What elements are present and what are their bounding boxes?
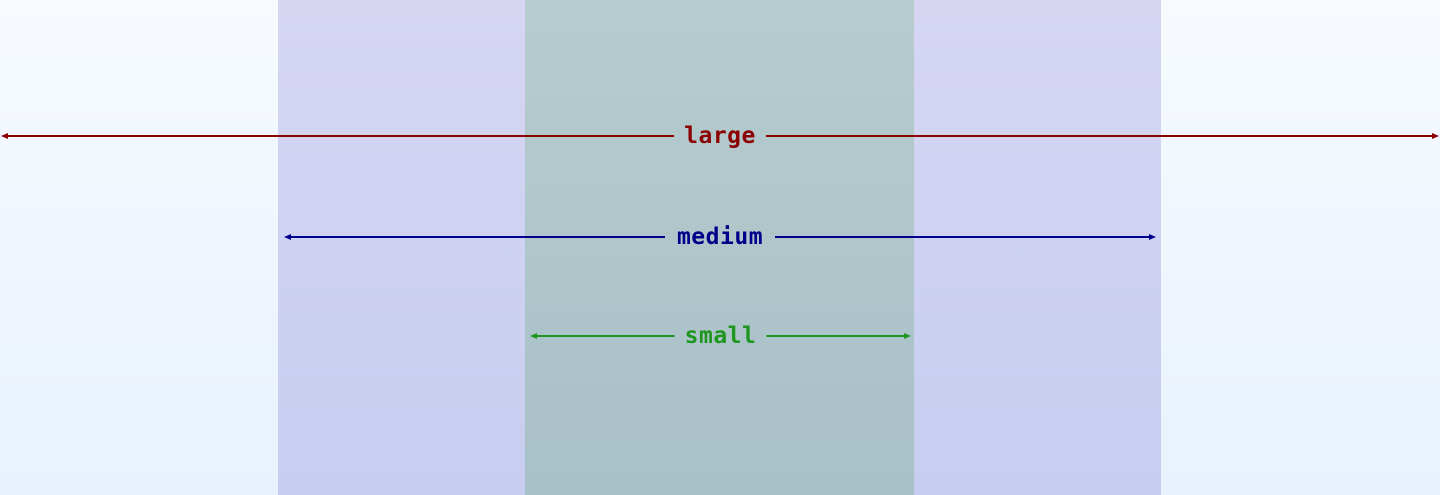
large-measure: large [0,121,1440,151]
small-arrowhead-left [530,333,537,339]
medium-measure: medium [283,222,1157,252]
large-arrowhead-left [1,133,8,139]
small-width-band [525,0,914,495]
medium-arrowhead-left [284,234,291,240]
small-measure: small [529,321,912,351]
small-label: small [684,323,757,349]
medium-arrow-line [284,234,1156,240]
small-arrowhead-right [904,333,911,339]
large-arrowhead-right [1432,133,1439,139]
large-label: large [684,123,756,149]
medium-label: medium [676,224,764,250]
small-arrow-line [530,333,911,339]
medium-arrowhead-right [1149,234,1156,240]
large-arrow-line [1,133,1439,139]
